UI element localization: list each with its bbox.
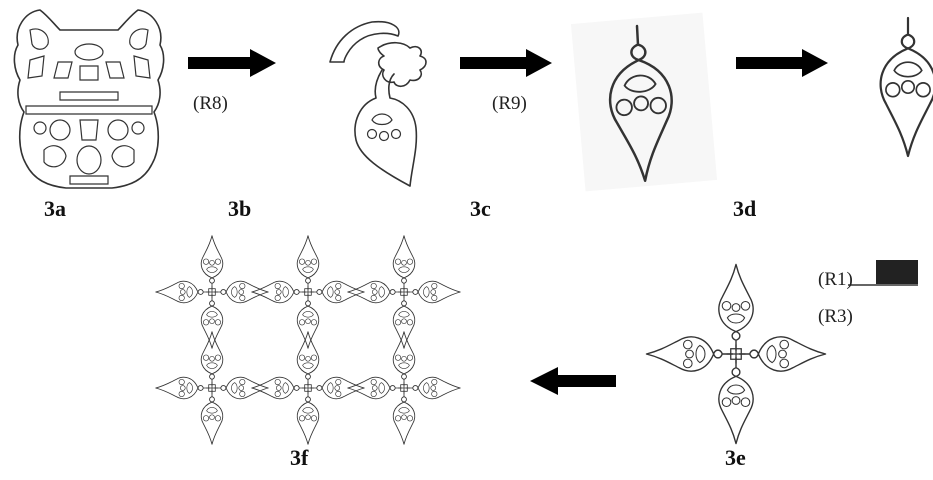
figure-3a bbox=[13, 9, 165, 189]
label-3a: 3a bbox=[44, 196, 66, 221]
arrow-c-to-d bbox=[460, 49, 552, 77]
figure-3f bbox=[156, 236, 461, 445]
label-3d: 3d bbox=[733, 196, 757, 221]
arrow-e-to-f bbox=[530, 367, 616, 395]
arrow-d-to-next bbox=[736, 49, 828, 77]
rule-r3: (R3) bbox=[818, 306, 853, 327]
rule-r8: (R8) bbox=[193, 93, 228, 114]
figure-3c bbox=[329, 20, 427, 187]
arrow-a-to-c bbox=[188, 49, 276, 77]
figure-3e bbox=[646, 264, 825, 443]
figure-3d bbox=[570, 12, 718, 192]
rule-r1: (R1) bbox=[818, 269, 853, 290]
label-3b: 3b bbox=[228, 196, 252, 221]
label-3e: 3e bbox=[725, 445, 746, 470]
swatch bbox=[876, 260, 918, 284]
rule-r9: (R9) bbox=[492, 93, 527, 114]
label-3c: 3c bbox=[470, 196, 491, 221]
figure-3d-result bbox=[879, 16, 933, 158]
label-3f: 3f bbox=[290, 445, 309, 470]
